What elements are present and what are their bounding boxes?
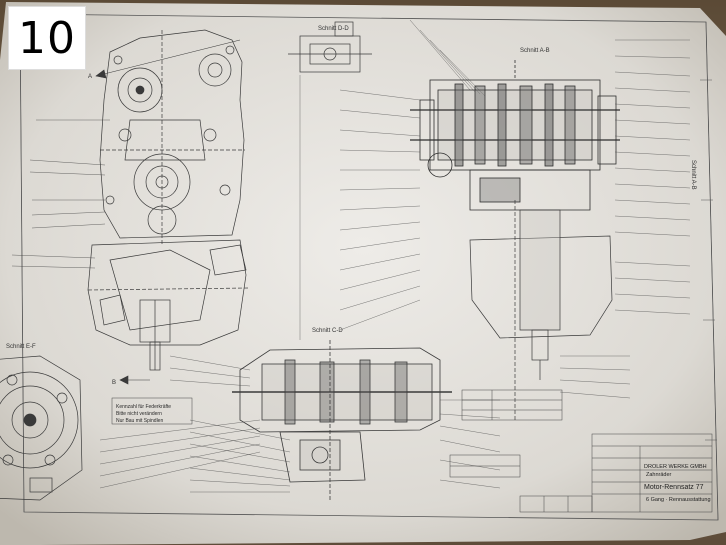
right-callouts bbox=[559, 39, 691, 399]
section-c-d bbox=[232, 340, 452, 500]
section-label-c-d: Schnitt C-D bbox=[312, 328, 343, 334]
side-reference: Schnitt A-B bbox=[690, 160, 696, 190]
stamp-line-2: Bitte nicht verändern bbox=[116, 411, 162, 417]
middle-callouts bbox=[299, 19, 486, 340]
section-label-d-d: Schnitt D-D bbox=[318, 26, 349, 32]
transmission-housing bbox=[469, 200, 613, 420]
stamp-line-3: Nur Bau mit Spindlen bbox=[116, 418, 163, 424]
engine-side-view bbox=[99, 29, 245, 245]
title-block-subtitle: 6 Gang · Rennausstattung bbox=[646, 497, 711, 503]
title-block-company-sub: Zahnräder bbox=[646, 472, 672, 478]
title-block-title: Motor-Rennsatz 77 bbox=[644, 484, 704, 491]
section-label-e-f: Schnitt E-F bbox=[6, 344, 36, 350]
arrow-label-a: A bbox=[88, 74, 92, 80]
frame-ticks bbox=[700, 21, 719, 521]
section-arrows-left bbox=[95, 39, 241, 385]
transmission-section-a-b bbox=[410, 60, 620, 211]
spec-tables bbox=[449, 389, 563, 478]
arrow-label-b: B bbox=[112, 380, 116, 386]
section-d-d bbox=[288, 21, 372, 73]
image-number-badge: 10 bbox=[8, 6, 86, 70]
left-callouts bbox=[11, 119, 110, 269]
crankcase-view bbox=[87, 239, 249, 371]
title-block bbox=[519, 433, 713, 513]
gear-view-e-f bbox=[0, 355, 83, 501]
section-label-a-b: Schnitt A-B bbox=[520, 48, 550, 54]
stamp-line-1: Kennzahl für Federkräfte bbox=[116, 404, 171, 410]
image-number: 10 bbox=[18, 12, 76, 64]
lower-callouts bbox=[99, 355, 501, 493]
note-stamp: Kennzahl für Federkräfte Bitte nicht ver… bbox=[111, 397, 193, 425]
title-block-company: DROLER WERKE GMBH bbox=[644, 464, 707, 470]
